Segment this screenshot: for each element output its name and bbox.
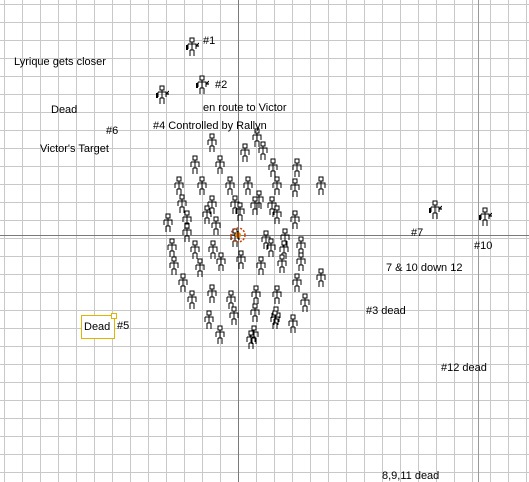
note-down-12[interactable]: 7 & 10 down 12 <box>386 262 463 274</box>
unit-label-7[interactable]: #7 <box>411 227 424 239</box>
unit-label-6[interactable]: #6 <box>106 125 119 137</box>
crowd-figure[interactable] <box>205 133 219 153</box>
victor-marker-icon[interactable] <box>228 225 248 245</box>
crowd-figure[interactable] <box>228 195 242 215</box>
crowd-figure[interactable] <box>244 330 258 350</box>
selected-dead-label[interactable]: Dead <box>81 313 117 339</box>
crowd-figure[interactable] <box>294 236 308 256</box>
note-12-dead[interactable]: #12 dead <box>441 362 487 374</box>
note-lyrique[interactable]: Lyrique gets closer <box>14 56 106 68</box>
vertical-axis-line <box>238 0 239 482</box>
note-dead[interactable]: Dead <box>51 104 78 116</box>
crowd-figure[interactable] <box>176 273 190 293</box>
armed-unit-figure[interactable] <box>428 200 442 220</box>
crowd-figure[interactable] <box>205 195 219 215</box>
crowd-figure[interactable] <box>264 238 278 258</box>
dead-box-text: Dead <box>84 321 111 333</box>
crowd-figure[interactable] <box>195 176 209 196</box>
armed-unit-figure[interactable] <box>478 207 492 227</box>
crowd-figure[interactable] <box>259 230 273 250</box>
crowd-figure[interactable] <box>265 196 279 216</box>
unit-label-1[interactable]: #1 <box>203 35 216 47</box>
crowd-figure[interactable] <box>248 196 262 216</box>
crowd-figure[interactable] <box>270 205 284 225</box>
note-3-dead[interactable]: #3 dead <box>366 305 406 317</box>
crowd-figure[interactable] <box>188 240 202 260</box>
crowd-figure[interactable] <box>188 155 202 175</box>
crowd-figure[interactable] <box>213 155 227 175</box>
crowd-figure[interactable] <box>270 285 284 305</box>
crowd-figure[interactable] <box>172 176 186 196</box>
crowd-figure[interactable] <box>193 258 207 278</box>
resize-handle[interactable] <box>111 313 117 319</box>
crowd-figure[interactable] <box>238 143 252 163</box>
crowd-figure[interactable] <box>180 223 194 243</box>
crowd-figure[interactable] <box>266 158 280 178</box>
crowd-figure[interactable] <box>234 250 248 270</box>
crowd-figure[interactable] <box>241 176 255 196</box>
crowd-figure[interactable] <box>314 268 328 288</box>
crowd-figure[interactable] <box>248 303 262 323</box>
crowd-figure[interactable] <box>298 293 312 313</box>
crowd-figure[interactable] <box>209 216 223 236</box>
note-en-route[interactable]: en route to Victor <box>203 102 287 114</box>
armed-unit-figure[interactable] <box>195 75 209 95</box>
crowd-figure[interactable] <box>233 202 247 222</box>
crowd-figure[interactable] <box>214 252 228 272</box>
crowd-figure[interactable] <box>290 273 304 293</box>
crowd-figure[interactable] <box>227 306 241 326</box>
crowd-figure[interactable] <box>180 210 194 230</box>
crowd-figure[interactable] <box>206 240 220 260</box>
crowd-figure[interactable] <box>202 310 216 330</box>
crowd-figure[interactable] <box>223 176 237 196</box>
crowd-figure[interactable] <box>270 176 284 196</box>
grid-guide-line <box>478 0 479 482</box>
armed-unit-figure[interactable] <box>185 37 199 57</box>
crowd-figure[interactable] <box>314 176 328 196</box>
crowd-figure[interactable] <box>200 205 214 225</box>
crowd-figure[interactable] <box>288 210 302 230</box>
crowd-figure[interactable] <box>249 285 263 305</box>
armed-unit-figure[interactable] <box>155 85 169 105</box>
crowd-figure[interactable] <box>250 128 264 148</box>
unit-label-4[interactable]: #4 Controlled by Rallyn <box>153 120 267 132</box>
crowd-figure[interactable] <box>205 284 219 304</box>
crowd-figure[interactable] <box>213 325 227 345</box>
crowd-figure[interactable] <box>288 178 302 198</box>
crowd-figure[interactable] <box>161 213 175 233</box>
crowd-figure[interactable] <box>277 240 291 260</box>
note-victors-target[interactable]: Victor's Target <box>40 143 109 155</box>
crowd-figure[interactable] <box>275 254 289 274</box>
crowd-figure[interactable] <box>167 256 181 276</box>
crowd-figure[interactable] <box>175 194 189 214</box>
note-8-9-11-dead[interactable]: 8,9,11 dead <box>382 470 440 482</box>
crowd-figure[interactable] <box>268 310 282 330</box>
crowd-figure[interactable] <box>165 238 179 258</box>
crowd-figure[interactable] <box>224 290 238 310</box>
crowd-figure[interactable] <box>286 314 300 334</box>
crowd-figure[interactable] <box>290 158 304 178</box>
unit-label-10[interactable]: #10 <box>474 240 493 252</box>
crowd-figure[interactable] <box>254 256 268 276</box>
unit-label-2[interactable]: #2 <box>215 79 228 91</box>
crowd-figure[interactable] <box>185 290 199 310</box>
unit-label-5[interactable]: #5 <box>117 320 130 332</box>
crowd-figure[interactable] <box>294 252 308 272</box>
crowd-figure[interactable] <box>256 141 270 161</box>
